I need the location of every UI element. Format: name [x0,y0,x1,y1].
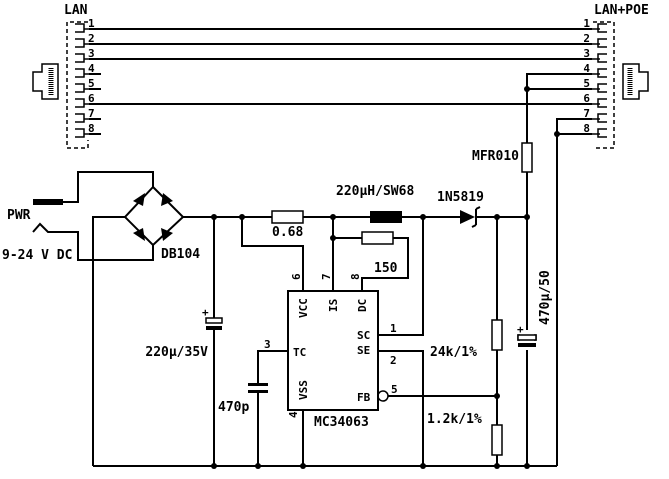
pin-label: 7 [320,273,333,280]
pin-number: 6 [583,92,590,105]
pin-label: 5 [391,383,398,396]
voltage-label: 9-24 V DC [2,248,72,263]
feedback-divider: 24k/1% 1.2k/1% [427,217,503,466]
lan-poe-label: LAN+POE [594,3,649,18]
pin-number: 4 [583,62,590,75]
pin-contact [75,113,89,123]
pin-label: 4 [287,411,300,418]
pin-contact [75,23,89,33]
pin-number: 7 [583,107,590,120]
lan-connector: LAN 1 2 3 4 5 6 7 8 [32,3,95,149]
pin-contact [75,68,89,78]
pin-number: 2 [88,32,95,45]
pin-contact [75,98,89,108]
bridge-rectifier: DB104 [92,185,200,466]
pin-label: IS [327,299,340,312]
pin-contact [592,53,607,63]
lan-wires [89,28,592,466]
r-bottom-label: 1.2k/1% [427,412,482,427]
pin-label: DC [356,299,369,312]
pin-contact [592,68,607,78]
pin-contact [592,38,607,48]
lan-label: LAN [64,3,88,18]
ic-label: MC34063 [314,415,369,430]
pin-number: 1 [583,17,590,30]
pin-number: 7 [88,107,95,120]
output-capacitor: + 470µ/50 [517,270,553,350]
schottky-diode: 1N5819 [437,190,484,228]
pin-number: 3 [88,47,95,60]
power-input: PWR 9-24 V DC [2,171,154,263]
pin-number: 8 [583,122,590,135]
pin-number: 5 [583,77,590,90]
pin-label: SC [357,329,370,342]
pin-number: 6 [88,92,95,105]
pin-label: 3 [264,338,271,351]
sense-resistor-label: 0.68 [272,225,303,240]
pin-label: VSS [297,380,310,400]
sense-resistor: 0.68 [241,210,304,291]
pin-contact [592,83,607,93]
pin-contact [592,128,607,138]
pin-label: VCC [297,298,310,318]
pin-number: 5 [88,77,95,90]
pin-label: FB [357,391,371,404]
pin-number: 4 [88,62,95,75]
svg-text:+: + [517,323,524,336]
pin-contact [592,23,607,33]
lan-poe-connector: LAN+POE 1 2 3 4 5 6 7 8 [583,3,649,149]
mfr010-resistor: MFR010 [472,142,533,466]
pin-label: 6 [290,273,303,280]
r-top-label: 24k/1% [430,345,477,360]
pin-label: 2 [390,354,397,367]
input-capacitor: + 220µ/35V [145,217,223,466]
timing-cap-label: 470p [218,400,249,415]
pin-contact [75,128,89,138]
resistor-150: 150 [332,217,409,291]
db104-label: DB104 [161,247,200,262]
pin-number: 3 [583,47,590,60]
inductor: 220µH/SW68 [336,184,424,336]
pin-contact [592,113,607,123]
rj45-left-icon [32,63,59,100]
pwr-label: PWR [7,208,31,223]
input-cap-label: 220µ/35V [145,345,208,360]
mc34063-ic: MC34063 VCC IS DC VSS TC SC SE FB 6 7 8 … [264,273,497,466]
pin-contact [75,53,89,63]
pin-label: 1 [390,322,397,335]
pin-contact [75,83,89,93]
pin-label: 8 [349,273,362,280]
pin-label: TC [293,346,306,359]
mfr010-label: MFR010 [472,149,519,164]
pin-label: SE [357,344,370,357]
output-cap-label: 470µ/50 [538,270,553,325]
inductor-label: 220µH/SW68 [336,184,414,199]
diode-label: 1N5819 [437,190,484,205]
pin-contact [592,98,607,108]
resistor-150-label: 150 [374,261,398,276]
pin-number: 8 [88,122,95,135]
rj45-right-icon [622,63,649,100]
pin-number: 2 [583,32,590,45]
timing-capacitor: 470p [218,350,288,466]
power-jack-pin-icon [33,199,63,205]
svg-text:+: + [202,306,209,319]
pin-number: 1 [88,17,95,30]
pin-contact [75,38,89,48]
